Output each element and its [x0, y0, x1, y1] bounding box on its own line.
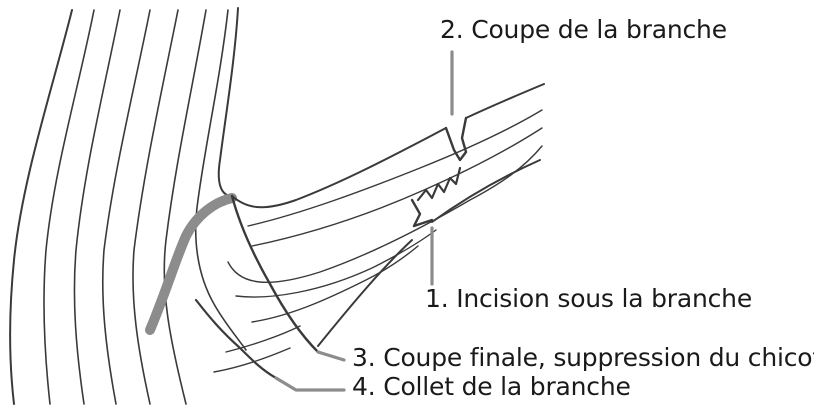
label-branch-collar: 4. Collet de la branche — [352, 372, 631, 402]
trunk-left-edge — [10, 10, 72, 404]
branch-collar — [196, 300, 276, 378]
zigzag-tear — [418, 168, 460, 200]
label-branch-cut: 2. Coupe de la branche — [440, 15, 727, 45]
bark-ridge — [150, 198, 232, 330]
leader-4 — [276, 378, 344, 390]
cut-2-branch-cut — [446, 118, 466, 160]
label-final-cut: 3. Coupe finale, suppression du chicot — [352, 343, 814, 373]
label-under-incision: 1. Incision sous la branche — [425, 284, 752, 314]
branch-lower-edge — [318, 240, 412, 346]
cut-1-incision — [412, 200, 432, 226]
branch-upper-edge — [232, 128, 446, 207]
trunk-right-edge — [219, 8, 238, 196]
branch-upper-edge-tip — [466, 84, 544, 118]
leader-3 — [318, 352, 344, 360]
branch-grain-lines — [214, 110, 542, 372]
